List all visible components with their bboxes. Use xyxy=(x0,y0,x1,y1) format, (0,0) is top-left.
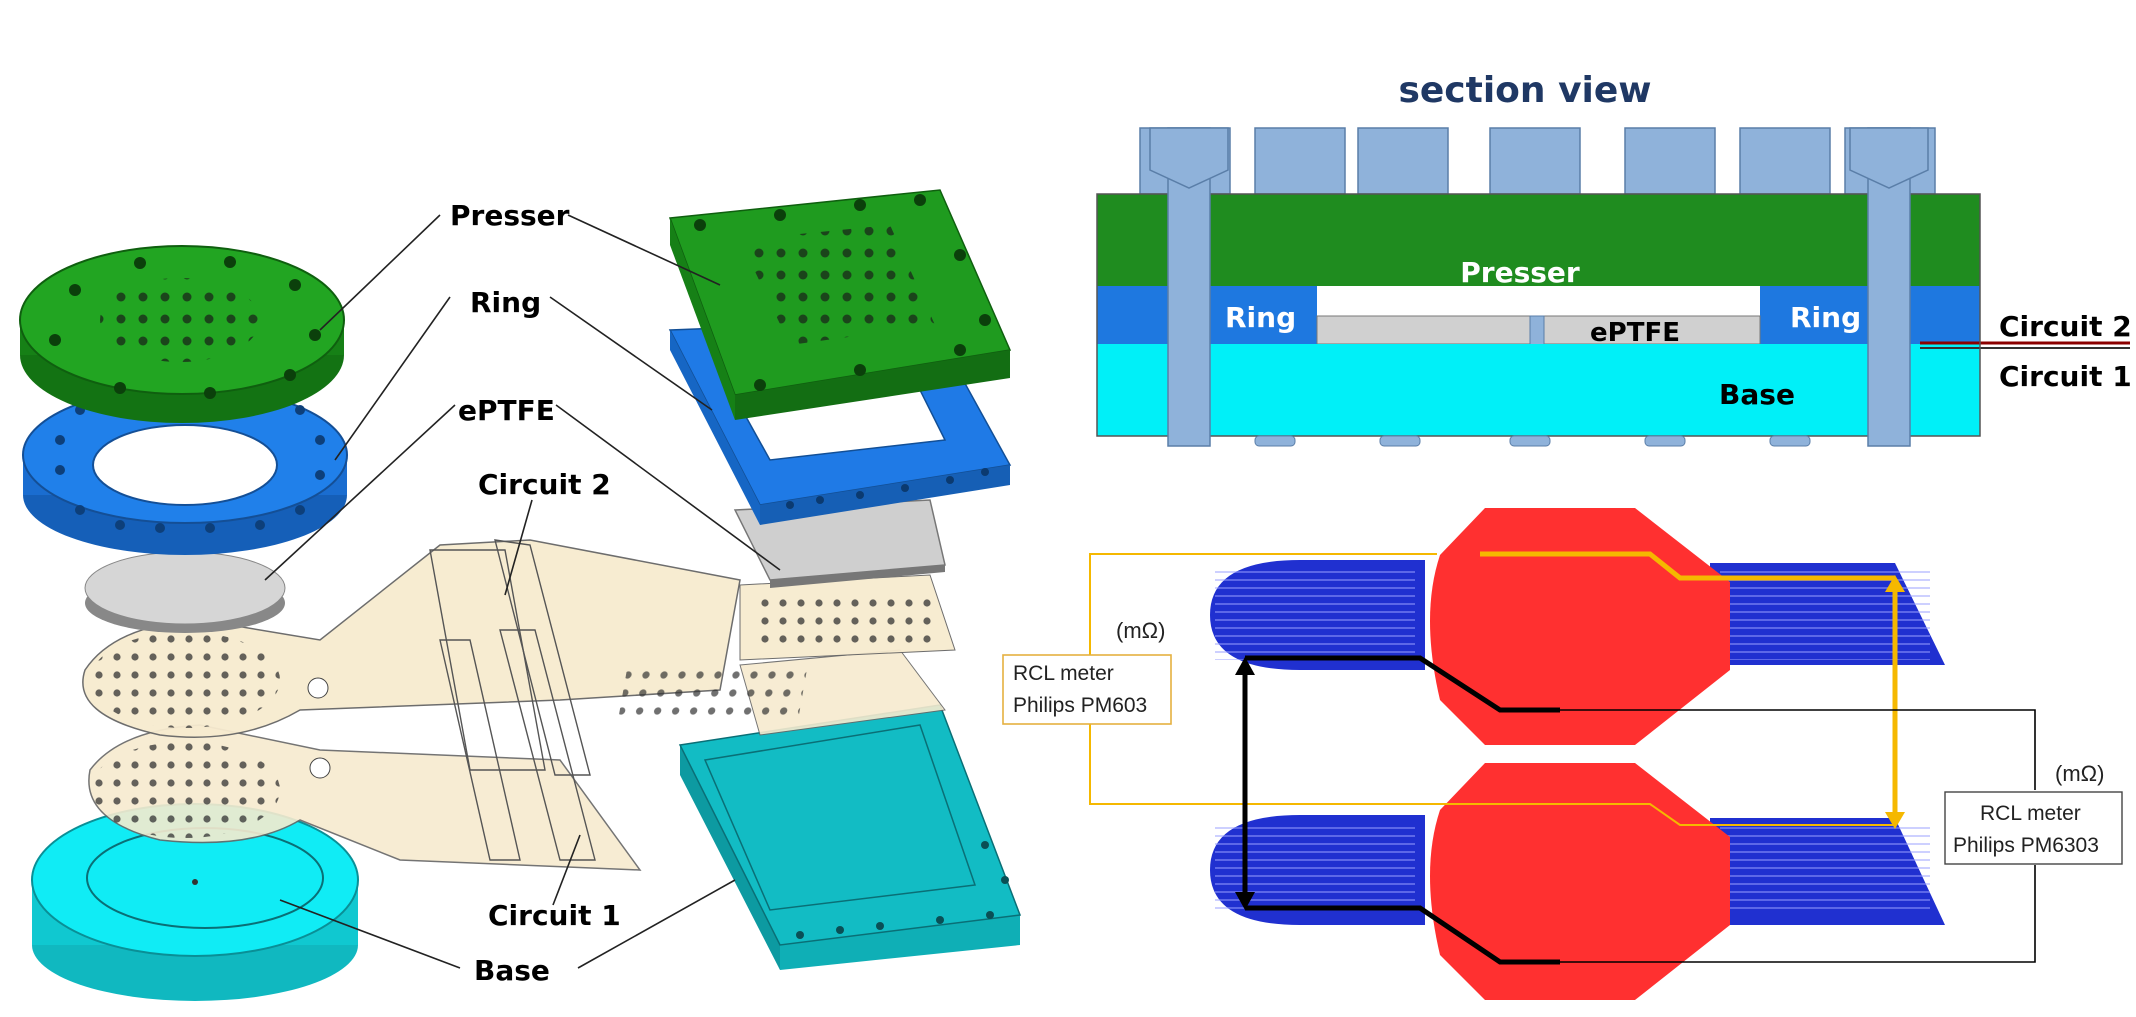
label-presser: Presser xyxy=(450,199,570,232)
pcb-circuit2 xyxy=(1210,508,1945,745)
section-presser xyxy=(1097,194,1980,286)
section-view: section view xyxy=(1096,70,2132,447)
meter-left-unit: (mΩ) xyxy=(1116,618,1165,643)
section-base xyxy=(1097,344,1980,436)
circuit-strips xyxy=(429,539,596,861)
square-presser xyxy=(668,189,1012,420)
section-label-circuit1: Circuit 1 xyxy=(1999,360,2132,393)
round-ring xyxy=(22,386,348,555)
section-title: section view xyxy=(1398,70,1651,111)
label-circuit2: Circuit 2 xyxy=(478,468,611,501)
square-assembly xyxy=(618,189,1022,970)
black-wiring xyxy=(1235,655,2036,965)
measurement-diagram: (mΩ) RCL meter Philips PM603 (mΩ) RCL me… xyxy=(1002,508,2123,1000)
section-label-base: Base xyxy=(1719,378,1795,411)
leader-lines xyxy=(264,214,781,969)
section-nuts xyxy=(1139,127,1936,195)
label-circuit1: Circuit 1 xyxy=(488,899,621,932)
meter-left: (mΩ) RCL meter Philips PM603 xyxy=(1002,618,1172,725)
meter-left-line1: RCL meter xyxy=(1013,662,1114,685)
round-eptfe xyxy=(84,551,286,633)
pcb-circuit1 xyxy=(1210,763,1945,1000)
meter-right-line1: RCL meter xyxy=(1980,802,2081,825)
round-base xyxy=(31,803,359,1001)
label-ring: Ring xyxy=(470,286,541,319)
section-bolts xyxy=(1149,127,1929,447)
section-label-ring-left: Ring xyxy=(1225,301,1296,334)
label-eptfe: ePTFE xyxy=(458,394,555,427)
yellow-wiring xyxy=(1089,551,1905,829)
section-label-presser: Presser xyxy=(1460,256,1580,289)
meter-right-line2: Philips PM6303 xyxy=(1953,834,2099,857)
section-label-eptfe: ePTFE xyxy=(1590,318,1680,348)
round-assembly xyxy=(19,245,741,1001)
square-base xyxy=(678,704,1022,970)
meter-right-unit: (mΩ) xyxy=(2055,761,2104,786)
section-label-circuit2: Circuit 2 xyxy=(1999,310,2132,343)
meter-left-line2: Philips PM603 xyxy=(1013,694,1147,717)
meter-right: (mΩ) RCL meter Philips PM6303 xyxy=(1944,761,2123,865)
round-presser xyxy=(19,245,345,423)
label-base: Base xyxy=(474,954,550,987)
section-label-ring-right: Ring xyxy=(1790,301,1861,334)
